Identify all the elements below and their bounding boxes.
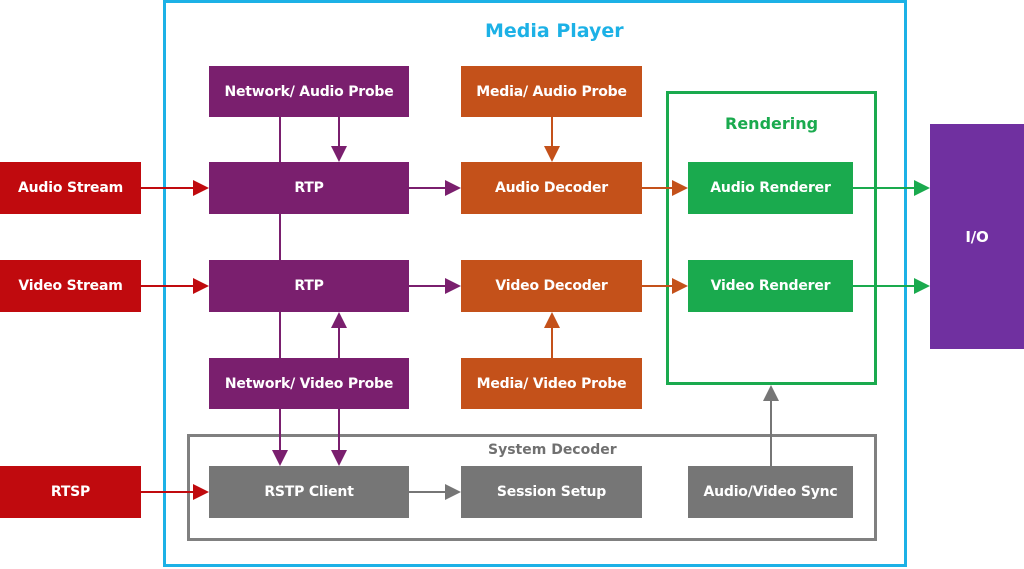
- rendering-group: [666, 91, 877, 385]
- session-setup-block: Session Setup: [461, 466, 642, 518]
- audio-renderer-block: Audio Renderer: [688, 162, 853, 214]
- video-rtp-block: RTP: [209, 260, 409, 312]
- audio-decoder-block: Audio Decoder: [461, 162, 642, 214]
- video-renderer-block: Video Renderer: [688, 260, 853, 312]
- rtsp-block: RTSP: [0, 466, 141, 518]
- network-video-probe-block: Network/ Video Probe: [209, 358, 409, 409]
- system-decoder-group-title: System Decoder: [488, 442, 617, 458]
- audio-rtp-block: RTP: [209, 162, 409, 214]
- media-player-frame: [163, 0, 907, 567]
- video-decoder-block: Video Decoder: [461, 260, 642, 312]
- network-audio-probe-block: Network/ Audio Probe: [209, 66, 409, 117]
- audio-stream-block: Audio Stream: [0, 162, 141, 214]
- io-block: I/O: [930, 124, 1024, 349]
- rendering-group-title: Rendering: [725, 114, 819, 133]
- rstp-client-block: RSTP Client: [209, 466, 409, 518]
- video-stream-block: Video Stream: [0, 260, 141, 312]
- media-audio-probe-block: Media/ Audio Probe: [461, 66, 642, 117]
- media-player-title: Media Player: [485, 20, 624, 42]
- system-decoder-group: [187, 434, 877, 541]
- media-video-probe-block: Media/ Video Probe: [461, 358, 642, 409]
- av-sync-block: Audio/Video Sync: [688, 466, 853, 518]
